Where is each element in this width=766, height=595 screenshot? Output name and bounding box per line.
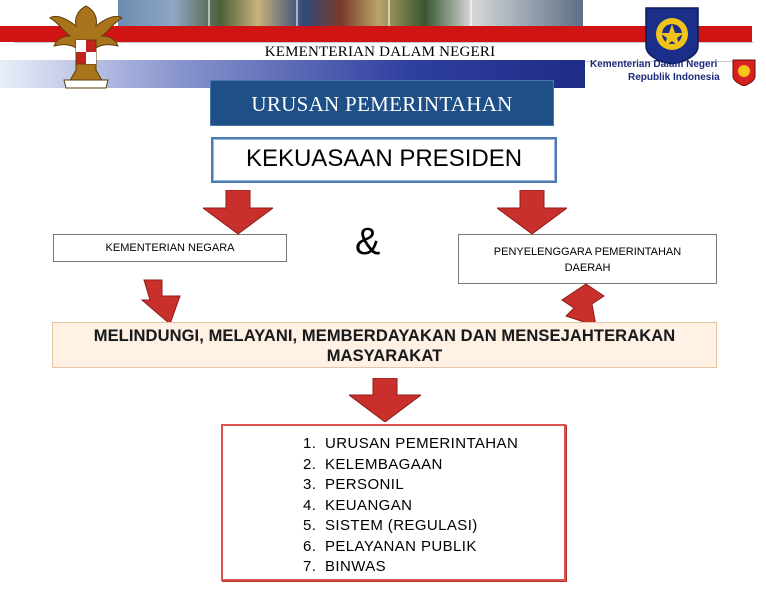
list-item: 4.KEUANGAN bbox=[303, 496, 413, 514]
red-band bbox=[0, 26, 752, 42]
list-item: 1.URUSAN PEMERINTAHAN bbox=[303, 435, 519, 452]
down-arrow-right bbox=[497, 190, 567, 234]
scope-list-box: 1.URUSAN PEMERINTAHAN 2.KELEMBAGAAN 3.PE… bbox=[221, 424, 566, 581]
small-emblem-icon bbox=[732, 59, 756, 86]
garuda-emblem-icon bbox=[49, 5, 123, 89]
kekuasaan-presiden-box: KEKUASAAN PRESIDEN bbox=[211, 137, 557, 183]
kementerian-negara-box: KEMENTERIAN NEGARA bbox=[53, 234, 287, 262]
header-title: KEMENTERIAN DALAM NEGERI bbox=[264, 44, 496, 60]
diagonal-arrow-right bbox=[561, 283, 605, 327]
list-item: 7.BINWAS bbox=[303, 558, 387, 575]
scope-list: 1.URUSAN PEMERINTAHAN 2.KELEMBAGAAN 3.PE… bbox=[303, 434, 518, 578]
list-item: 5.SISTEM (REGULASI) bbox=[303, 517, 478, 534]
diagonal-arrow-left bbox=[140, 279, 181, 325]
penyelenggara-pemerintahan-daerah-box: PENYELENGGARA PEMERINTAHAN DAERAH bbox=[458, 234, 717, 284]
logo-caption: Kementerian Dalam Negeri Republik Indone… bbox=[590, 59, 720, 83]
ampersand-symbol: & bbox=[355, 221, 381, 263]
ministry-logo-icon bbox=[645, 7, 699, 64]
down-arrow-center bbox=[349, 378, 421, 422]
header-banner: KEMENTERIAN DALAM NEGERI Kementerian Dal… bbox=[0, 0, 766, 92]
goal-box: MELINDUNGI, MELAYANI, MEMBERDAYAKAN DAN … bbox=[52, 322, 717, 368]
down-arrow-left bbox=[203, 190, 273, 234]
list-item: 2.KELEMBAGAAN bbox=[303, 455, 443, 473]
urusan-pemerintahan-box: URUSAN PEMERINTAHAN bbox=[210, 80, 554, 126]
list-item: 3.PERSONIL bbox=[303, 476, 405, 493]
photo-strip bbox=[118, 0, 583, 26]
list-item: 6.PELAYANAN PUBLIK bbox=[303, 537, 477, 555]
